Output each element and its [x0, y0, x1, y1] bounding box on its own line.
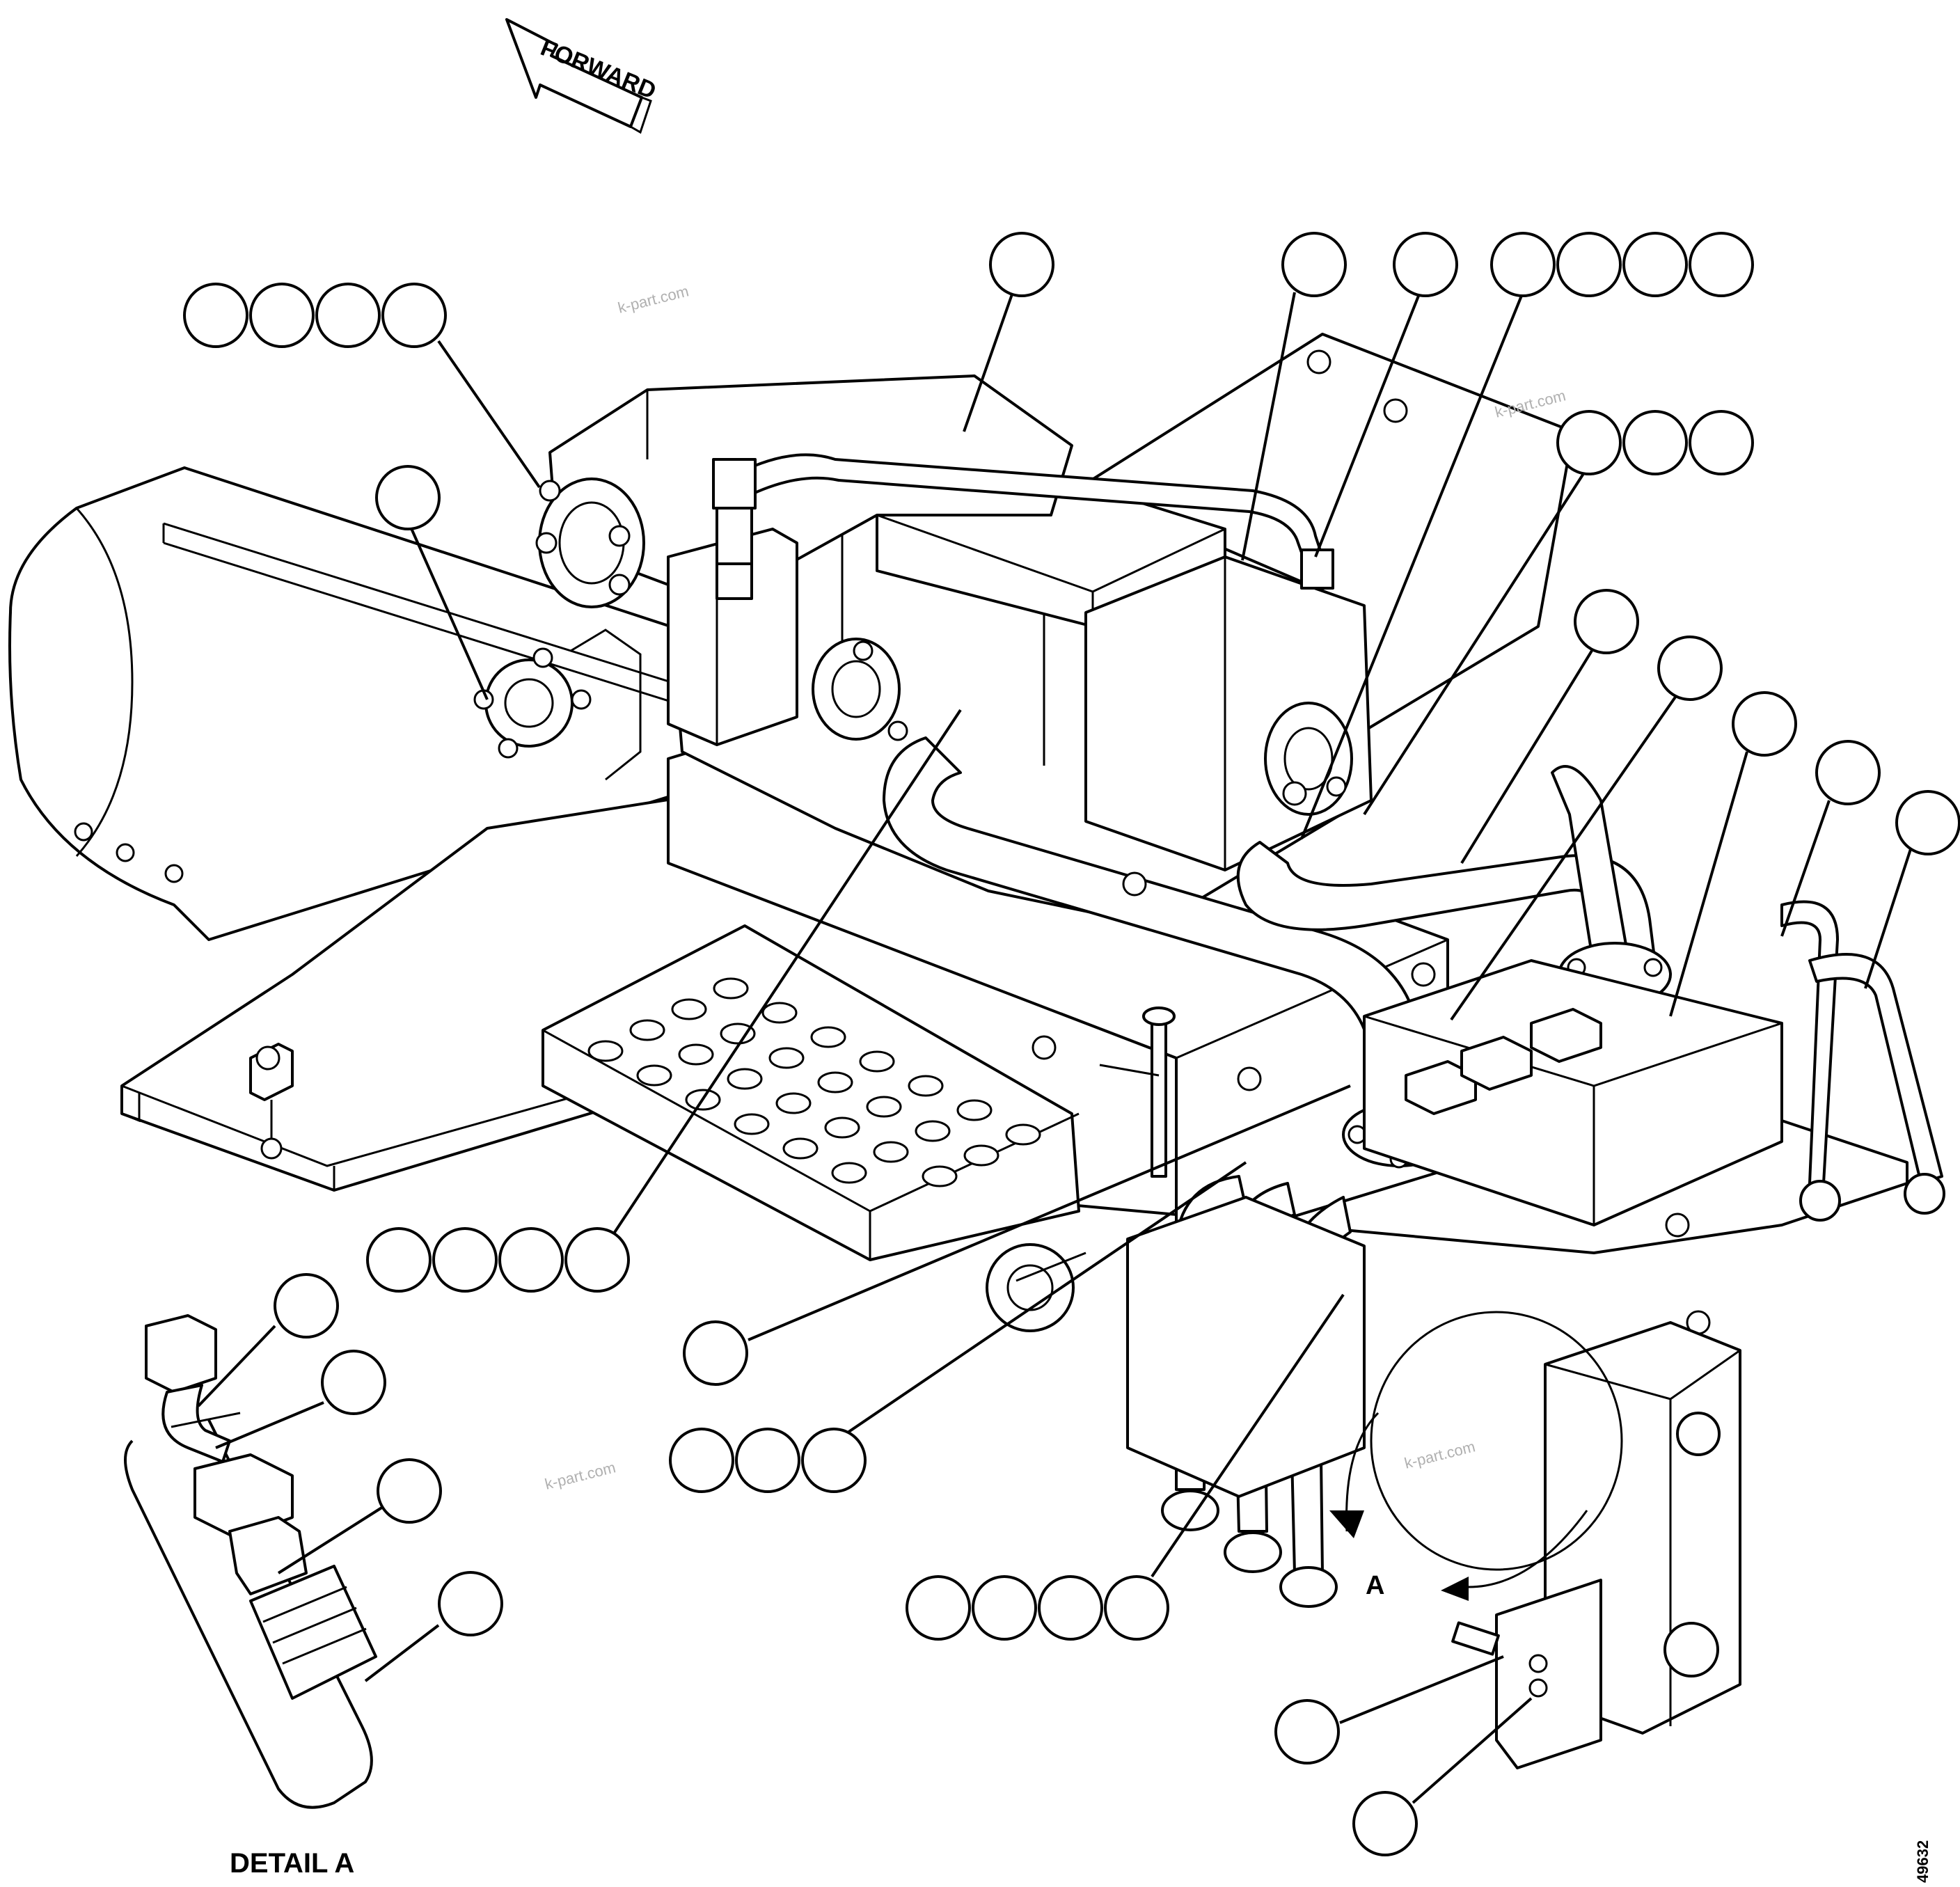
suction-flange-right	[1264, 702, 1353, 816]
callout-group-flange-left	[366, 1227, 630, 1293]
detail-adapter	[228, 1516, 308, 1595]
callout-return-line	[1815, 740, 1881, 805]
step-plate	[542, 924, 1080, 1261]
callout-pump-top	[989, 232, 1054, 297]
detail-elbow-fitting	[145, 1314, 217, 1393]
detail-hex-nut	[193, 1453, 294, 1540]
callout-return-line-far	[1895, 790, 1960, 855]
drawing-number: 49632	[1914, 1840, 1931, 1883]
callout-leaders	[197, 292, 1912, 1804]
callout-hose	[1281, 232, 1347, 297]
detail-a-inset: DETAIL A	[124, 1314, 377, 1879]
callout-manifold-bolt	[1732, 691, 1797, 757]
callout-aux-plug	[1352, 1791, 1418, 1856]
callout-aux-handle	[1274, 1699, 1340, 1764]
callout-group-top-left	[183, 283, 447, 348]
callout-hose-fitting	[1393, 232, 1458, 297]
vertical-rod	[1099, 1006, 1176, 1178]
lower-valve-body	[1126, 1196, 1366, 1498]
left-flange	[535, 477, 645, 608]
manifold-block	[1363, 959, 1783, 1226]
hose-end-fitting	[1300, 548, 1334, 590]
callout-detail-adapter	[377, 1458, 442, 1524]
step-plate-holes	[587, 977, 1041, 1187]
main-pump-assembly	[8, 333, 1945, 1769]
callout-group-top-right	[1490, 232, 1754, 297]
callout-group-flange	[1556, 410, 1754, 475]
coupling-lower-left	[986, 1243, 1086, 1332]
forward-arrow: FORWARD	[505, 18, 660, 134]
detail-marker-label: A	[1366, 1571, 1384, 1600]
bolts	[74, 349, 1711, 1335]
callout-suction-pipe	[1574, 589, 1639, 654]
callout-detail-sleeve	[438, 1571, 503, 1636]
side-control-valve	[667, 528, 798, 746]
callout-bubbles	[183, 232, 1960, 1856]
pilot-hose-tee-fitting	[712, 458, 757, 600]
callout-group-lower-pipe	[906, 1575, 1169, 1641]
tank-port-flange	[473, 629, 642, 781]
aux-valve-handle	[1451, 1621, 1548, 1698]
aux-valve-block	[1495, 1579, 1602, 1769]
suction-flange-left	[812, 638, 908, 741]
callout-tank-port	[375, 465, 441, 530]
watermark: k-part.com	[616, 282, 690, 316]
callout-upright-pipe	[1657, 635, 1723, 701]
callout-detail-nut	[321, 1350, 386, 1415]
detail-title: DETAIL A	[230, 1848, 354, 1879]
detail-a-reference: A	[1329, 1311, 1623, 1601]
watermark: k-part.com	[543, 1458, 617, 1492]
detail-hose-sleeve	[249, 1565, 377, 1700]
manifold-hex-caps	[1405, 1008, 1602, 1115]
callout-detail-elbow	[274, 1273, 339, 1339]
callout-group-lower-bolts	[669, 1428, 867, 1493]
watermark: k-part.com	[1402, 1437, 1477, 1471]
return-line-far-right	[1808, 953, 1943, 1185]
callout-lower-flange	[683, 1320, 748, 1386]
